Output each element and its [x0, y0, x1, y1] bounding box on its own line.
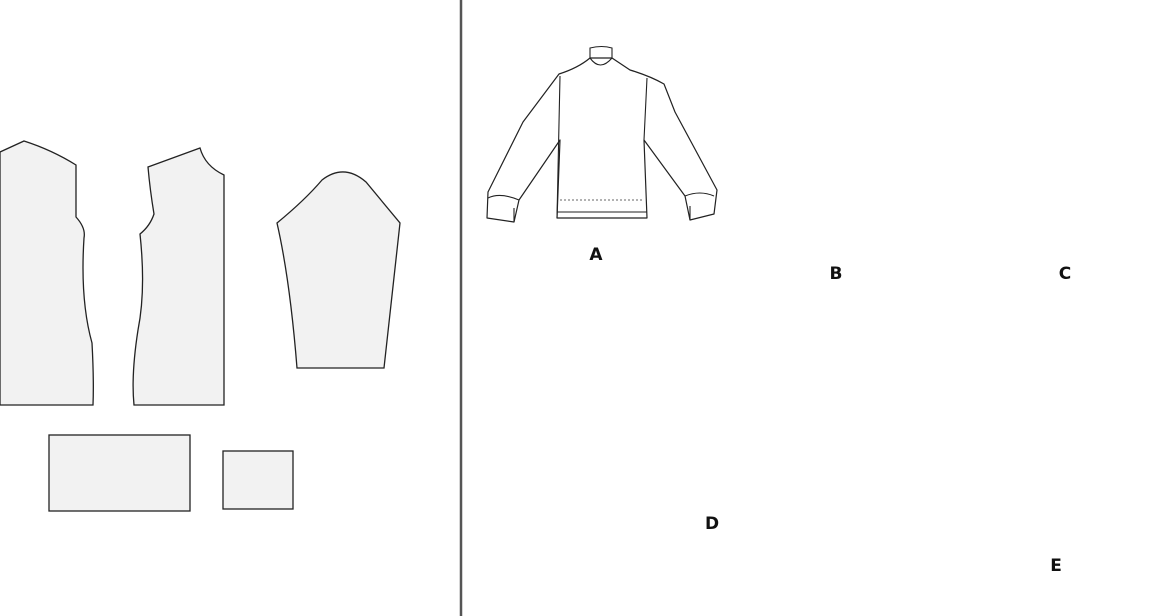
- sleeve-piece: [276, 171, 401, 369]
- garment-view-a: [486, 45, 718, 223]
- pattern-pieces-panel: [0, 140, 401, 512]
- view-label-b: B: [829, 264, 843, 284]
- view-label-c: C: [1058, 264, 1072, 284]
- back-bodice-piece: [132, 147, 225, 406]
- cuff-piece: [48, 434, 191, 512]
- pocket-piece: [222, 450, 294, 510]
- view-label-e: E: [1050, 556, 1062, 576]
- view-label-d: D: [704, 514, 720, 534]
- front-bodice-piece: [0, 140, 94, 406]
- view-label-a: A: [589, 245, 603, 265]
